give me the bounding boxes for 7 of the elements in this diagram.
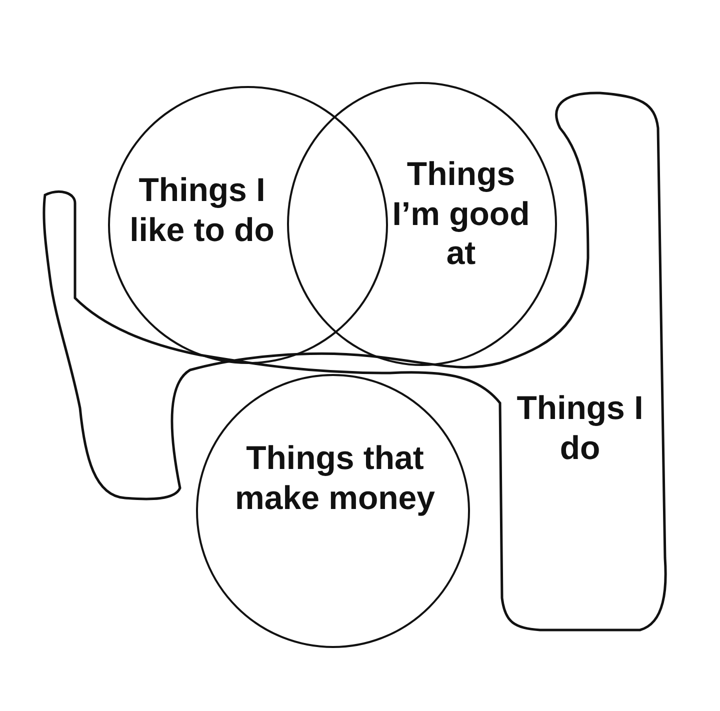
venn-circle [287,82,557,366]
venn-circle [108,86,388,364]
region-label: Things I’m good at [391,154,531,273]
region-label: Things I do [516,388,644,468]
region-label: Things I like to do [128,170,276,250]
venn-circle [196,374,470,648]
region-label: Things that make money [235,438,435,518]
